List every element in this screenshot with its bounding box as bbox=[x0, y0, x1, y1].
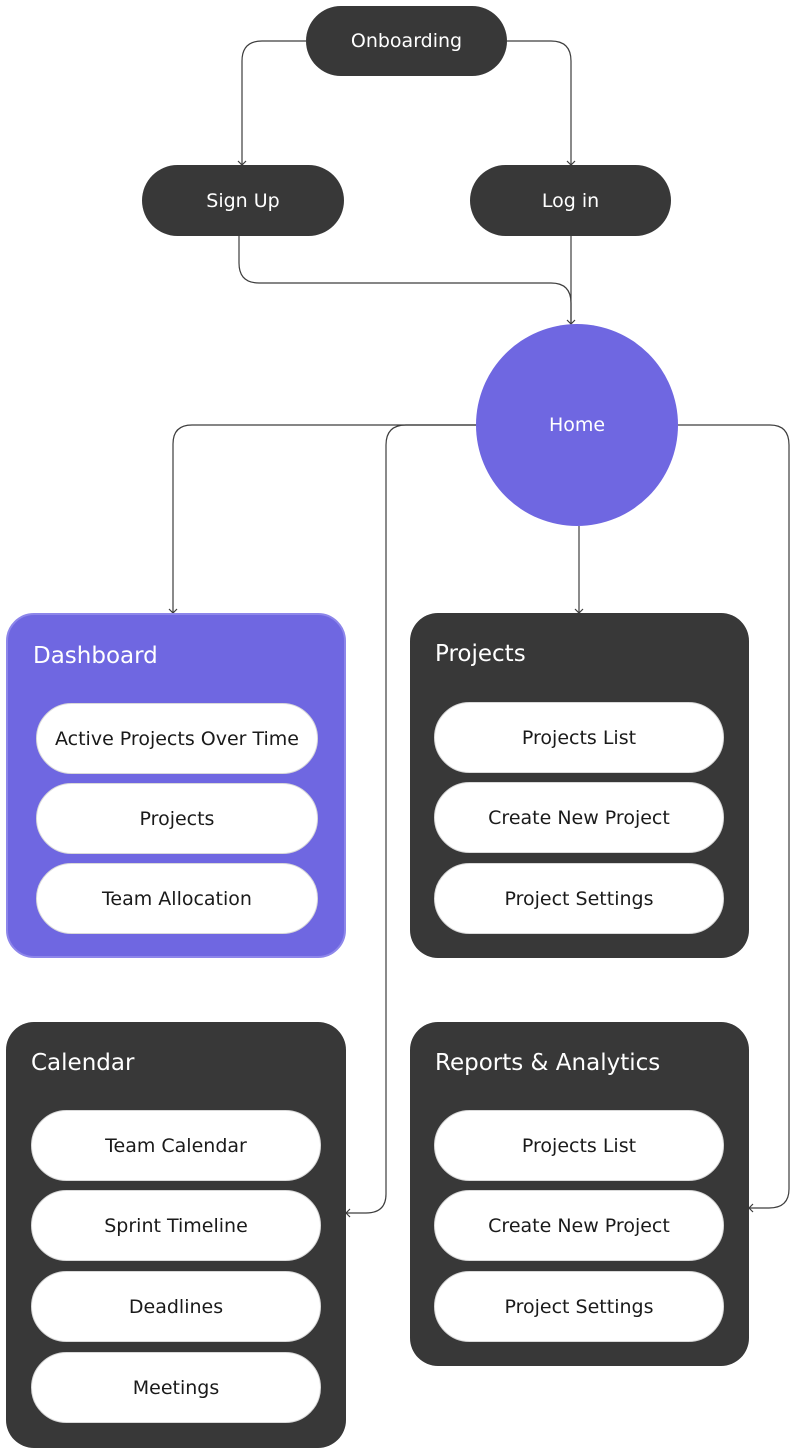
connector-onboarding-login bbox=[507, 40, 576, 166]
projects-title: Projects bbox=[435, 641, 526, 667]
dashboard-card: Dashboard Active Projects Over Time Proj… bbox=[6, 613, 346, 958]
connector-home-dashboard bbox=[168, 424, 476, 614]
reports-item-projects-list[interactable]: Projects List bbox=[434, 1110, 724, 1181]
log-in-node[interactable]: Log in bbox=[470, 165, 671, 236]
reports-card: Reports & Analytics Projects List Create… bbox=[410, 1022, 749, 1366]
projects-card: Projects Projects List Create New Projec… bbox=[410, 613, 749, 958]
reports-title: Reports & Analytics bbox=[435, 1050, 661, 1076]
sign-up-node[interactable]: Sign Up bbox=[142, 165, 344, 236]
dashboard-item-projects[interactable]: Projects bbox=[36, 783, 318, 854]
projects-item-create-new-project[interactable]: Create New Project bbox=[434, 782, 724, 853]
connector-home-calendar bbox=[345, 424, 476, 1218]
connector-onboarding-signup bbox=[237, 40, 306, 166]
calendar-item-sprint-timeline[interactable]: Sprint Timeline bbox=[31, 1190, 321, 1261]
dashboard-item-team-allocation[interactable]: Team Allocation bbox=[36, 863, 318, 934]
calendar-item-meetings[interactable]: Meetings bbox=[31, 1352, 321, 1423]
calendar-title: Calendar bbox=[31, 1050, 135, 1076]
calendar-item-team-calendar[interactable]: Team Calendar bbox=[31, 1110, 321, 1181]
connector-signup-home bbox=[238, 236, 576, 325]
calendar-card: Calendar Team Calendar Sprint Timeline D… bbox=[6, 1022, 346, 1448]
reports-item-project-settings[interactable]: Project Settings bbox=[434, 1271, 724, 1342]
connector-home-reports bbox=[672, 424, 790, 1213]
calendar-item-deadlines[interactable]: Deadlines bbox=[31, 1271, 321, 1342]
dashboard-title: Dashboard bbox=[33, 643, 158, 669]
onboarding-node[interactable]: Onboarding bbox=[306, 6, 507, 76]
reports-item-create-new-project[interactable]: Create New Project bbox=[434, 1190, 724, 1261]
home-node[interactable]: Home bbox=[476, 324, 678, 526]
dashboard-item-active-projects[interactable]: Active Projects Over Time bbox=[36, 703, 318, 774]
projects-item-project-settings[interactable]: Project Settings bbox=[434, 863, 724, 934]
projects-item-projects-list[interactable]: Projects List bbox=[434, 702, 724, 773]
